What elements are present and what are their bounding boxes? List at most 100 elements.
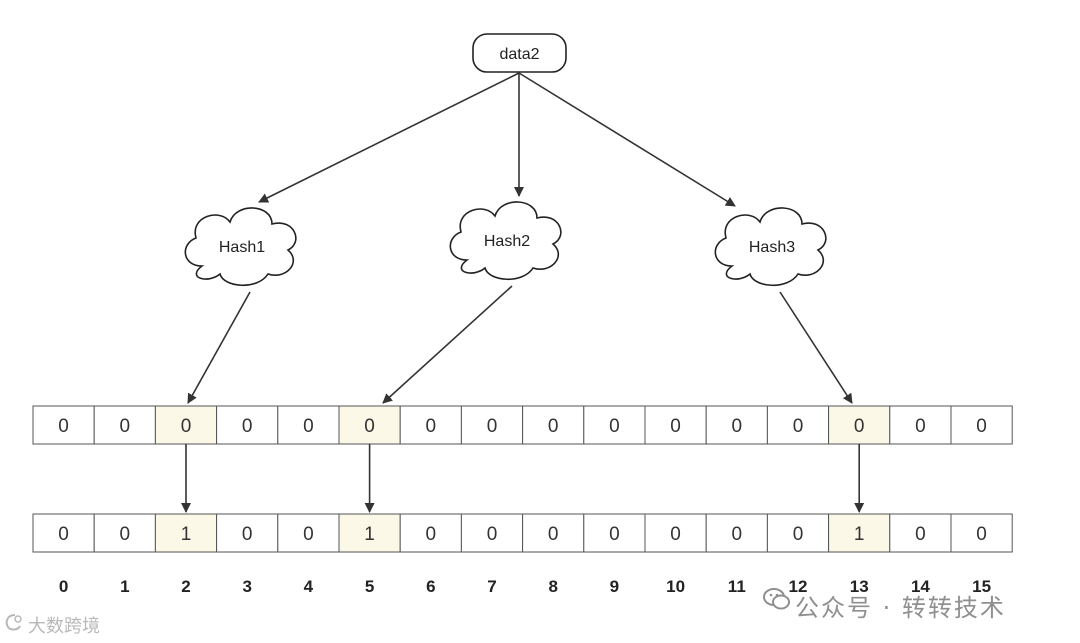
- after-cell: 0: [399, 513, 462, 553]
- before-bit-value: 0: [548, 416, 559, 437]
- before-bit-value: 0: [426, 416, 437, 437]
- source-arrows: [258, 72, 736, 207]
- after-cell-box: [828, 513, 891, 553]
- before-cell-box: [216, 405, 279, 445]
- before-bit-value: 0: [181, 416, 192, 437]
- after-cell: 0: [766, 513, 830, 553]
- bit-index-label: 14: [911, 577, 930, 596]
- bit-index-label: 2: [181, 577, 190, 596]
- after-bit-value: 0: [732, 524, 743, 545]
- before-cell: 0: [583, 405, 646, 445]
- watermark-bottom-left: 大数跨境: [28, 616, 100, 637]
- before-bit-value: 0: [793, 416, 804, 437]
- before-bit-value: 0: [242, 416, 253, 437]
- before-cell: 0: [216, 405, 279, 445]
- hash-arrows: [187, 285, 853, 404]
- after-cell-box: [950, 513, 1013, 553]
- before-cell-box: [93, 405, 156, 445]
- before-bit-value: 0: [487, 416, 498, 437]
- before-cell-box: [399, 405, 462, 445]
- before-cell: 0: [644, 405, 707, 445]
- before-bit-value: 0: [915, 416, 926, 437]
- cloud-icon: [184, 207, 297, 286]
- wechat-icon: [763, 588, 790, 610]
- before-cell-box: [950, 405, 1013, 445]
- after-cell: 0: [889, 513, 952, 553]
- after-bit-value: 0: [303, 524, 314, 545]
- after-cell: 0: [216, 513, 279, 553]
- after-cell: 0: [93, 513, 156, 553]
- after-cell-box: [766, 513, 830, 553]
- bit-index-label: 7: [487, 577, 496, 596]
- hash3-label: Hash3: [749, 239, 795, 256]
- before-cell: 0: [338, 405, 401, 445]
- bit-index-label: 6: [426, 577, 435, 596]
- after-cell: 1: [338, 513, 401, 553]
- before-cell-box: [522, 405, 585, 445]
- before-cell: 0: [32, 405, 95, 445]
- before-bit-value: 0: [364, 416, 375, 437]
- after-cell: 1: [828, 513, 891, 553]
- after-bit-value: 0: [426, 524, 437, 545]
- before-bit-value: 0: [609, 416, 620, 437]
- bit-index-label: 3: [242, 577, 251, 596]
- after-bit-value: 0: [976, 524, 987, 545]
- bit-index-label: 12: [789, 577, 808, 596]
- before-cell-box: [277, 405, 340, 445]
- before-cell: 0: [154, 405, 218, 445]
- bit-index-label: 13: [850, 577, 869, 596]
- arrow-to-hash3: [518, 72, 736, 207]
- after-bit-value: 0: [58, 524, 69, 545]
- cloud-icon: [714, 207, 827, 286]
- data-node-label: data2: [499, 46, 539, 63]
- cloud-icon: [449, 201, 562, 280]
- after-cell-box: [460, 513, 524, 553]
- arrow-hash2-to-bit: [382, 285, 513, 404]
- after-cell-box: [32, 513, 95, 553]
- before-bit-value: 0: [854, 416, 865, 437]
- after-cell-box: [154, 513, 218, 553]
- arrow-hash3-to-bit: [779, 291, 853, 404]
- after-bit-value: 1: [364, 524, 375, 545]
- after-bit-value: 0: [242, 524, 253, 545]
- after-bit-value: 1: [854, 524, 865, 545]
- bit-index-label: 1: [120, 577, 129, 596]
- before-cell: 0: [522, 405, 585, 445]
- hash2-label: Hash2: [484, 233, 530, 250]
- after-bit-value: 0: [670, 524, 681, 545]
- after-cell-box: [399, 513, 462, 553]
- after-bit-value: 0: [793, 524, 804, 545]
- after-cell-box: [93, 513, 156, 553]
- after-cell-box: [644, 513, 707, 553]
- before-cell: 0: [277, 405, 340, 445]
- bit-index-label: 0: [59, 577, 68, 596]
- before-cell-box: [644, 405, 707, 445]
- bit-index-label: 5: [365, 577, 374, 596]
- before-cell: 0: [399, 405, 462, 445]
- before-bit-value: 0: [976, 416, 987, 437]
- bit-index-label: 10: [666, 577, 685, 596]
- before-cell-box: [583, 405, 646, 445]
- after-cell: 0: [277, 513, 340, 553]
- after-bit-value: 0: [915, 524, 926, 545]
- after-bit-value: 0: [120, 524, 131, 545]
- before-bit-value: 0: [732, 416, 743, 437]
- set-bit-arrows: [181, 444, 865, 513]
- after-cell-box: [277, 513, 340, 553]
- before-cell: 0: [93, 405, 156, 445]
- before-cell-box: [32, 405, 95, 445]
- after-cell: 0: [460, 513, 524, 553]
- arrow-hash1-to-bit: [187, 291, 251, 404]
- after-cell: 0: [32, 513, 95, 553]
- hash3-cloud: Hash3: [714, 207, 827, 286]
- after-cell: 0: [644, 513, 707, 553]
- hash2-cloud: Hash2: [449, 201, 562, 280]
- before-cell: 0: [705, 405, 768, 445]
- data-node: data2: [472, 33, 567, 73]
- after-cell: 0: [583, 513, 646, 553]
- after-cell: 0: [950, 513, 1013, 553]
